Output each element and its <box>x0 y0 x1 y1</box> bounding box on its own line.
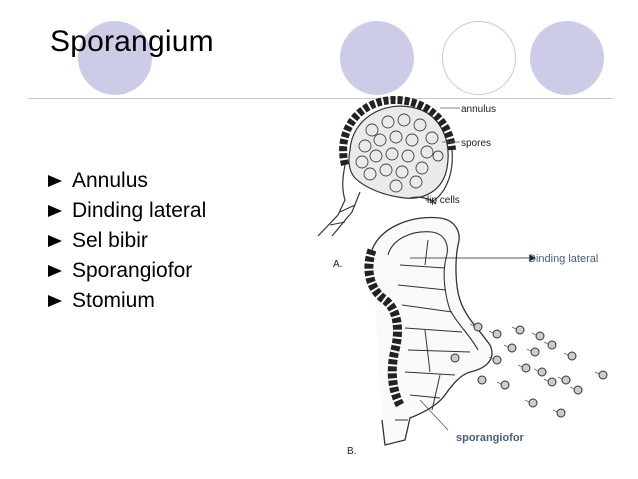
bullet-list: Annulus Dinding lateral Sel bibir Sporan… <box>48 166 206 316</box>
slide-title: Sporangium <box>50 25 214 58</box>
decor-circle-3 <box>442 21 516 95</box>
label-sporangiofor: sporangiofor <box>456 432 525 444</box>
label-spores: spores <box>461 138 491 149</box>
released-spores <box>450 322 608 418</box>
bullet-item: Dinding lateral <box>48 196 206 226</box>
label-panel-a: A. <box>333 259 342 270</box>
bullet-item: Annulus <box>48 166 206 196</box>
label-panel-b: B. <box>347 446 356 457</box>
decor-circle-4 <box>530 21 604 95</box>
decor-circle-2 <box>340 21 414 95</box>
label-lip-cells: lip cells <box>427 195 460 206</box>
sporangium-a <box>317 95 460 237</box>
bullet-item: Sporangiofor <box>48 256 206 286</box>
label-annulus: annulus <box>461 104 496 115</box>
bullet-item: Stomium <box>48 286 206 316</box>
title-divider <box>28 98 613 99</box>
bullet-item: Sel bibir <box>48 226 206 256</box>
decor-circle-1 <box>78 21 152 95</box>
label-dinding-lateral: Dinding lateral <box>528 253 598 265</box>
sporangium-b <box>364 216 536 446</box>
